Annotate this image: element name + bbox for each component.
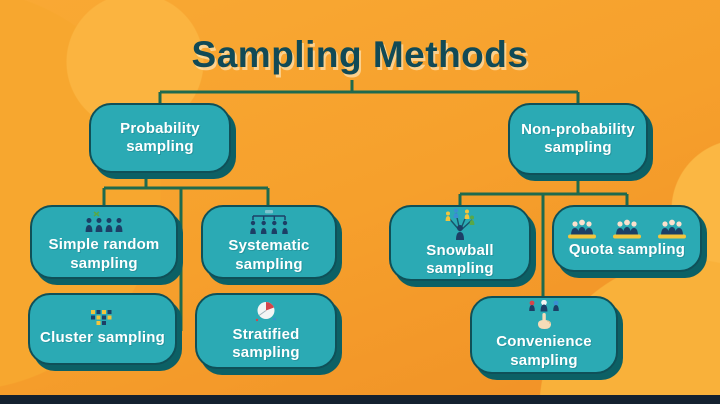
node-probability-sampling: Probability sampling (89, 103, 231, 173)
bottom-bar (0, 395, 720, 404)
node-label: Simple random sampling (48, 236, 160, 272)
node-stratified-sampling: Stratified sampling (195, 293, 337, 369)
node-label: Quota sampling (568, 240, 686, 258)
people-row-selected-icon (82, 211, 126, 234)
node-label: Probability sampling (120, 119, 200, 155)
node-convenience-sampling: Convenience sampling (470, 296, 618, 374)
pie-segments-icon (253, 300, 279, 324)
hand-pick-icon (524, 300, 564, 331)
node-simple-random-sampling: Simple random sampling (30, 205, 178, 279)
node-label: Systematic sampling (228, 237, 310, 273)
people-interval-icon (249, 210, 289, 235)
node-label: Convenience sampling (496, 333, 592, 369)
cluster-dots-icon (90, 310, 116, 327)
node-label: Snowball sampling (426, 241, 494, 277)
node-systematic-sampling: Systematic sampling (201, 205, 337, 279)
people-groups-icon (566, 218, 688, 239)
node-label: Stratified sampling (232, 325, 300, 361)
referral-network-icon (441, 208, 479, 240)
node-cluster-sampling: Cluster sampling (28, 293, 177, 365)
node-label: Cluster sampling (40, 329, 165, 347)
node-snowball-sampling: Snowball sampling (389, 205, 531, 281)
page-title: Sampling Methods (191, 34, 529, 75)
node-non-probability-sampling: Non-probability sampling (508, 103, 648, 175)
node-label: Non-probability sampling (521, 120, 635, 156)
node-quota-sampling: Quota sampling (552, 205, 702, 272)
